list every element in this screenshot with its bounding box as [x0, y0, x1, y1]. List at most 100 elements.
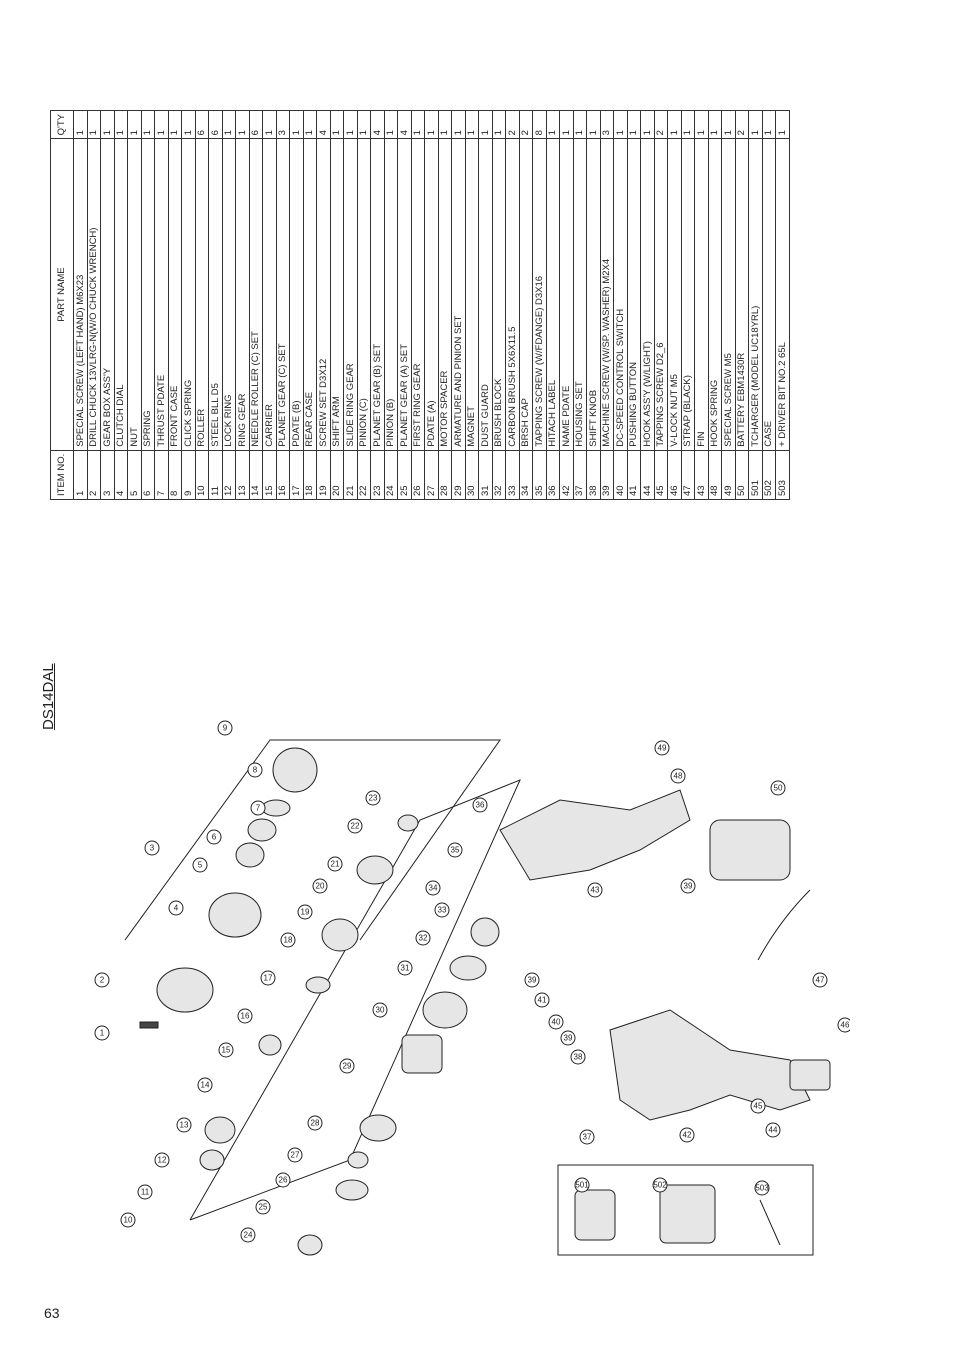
qty-cell: 1 — [451, 110, 465, 139]
callout-42: 42 — [679, 1127, 695, 1143]
callout-29: 29 — [339, 1058, 355, 1074]
svg-text:49: 49 — [658, 744, 667, 753]
qty-cell: 1 — [87, 110, 101, 139]
part-name-cell: MAGNET — [465, 138, 479, 451]
svg-text:21: 21 — [331, 860, 340, 869]
hook-part — [789, 1059, 831, 1091]
svg-text:20: 20 — [316, 882, 325, 891]
part-name-cell: V-LOCK NUT M5 — [667, 138, 681, 451]
item-number-cell: 23 — [370, 450, 384, 500]
callout-12: 12 — [154, 1152, 170, 1168]
svg-text:16: 16 — [241, 1012, 250, 1021]
qty-cell: 1 — [586, 110, 600, 139]
svg-text:23: 23 — [369, 794, 378, 803]
part-name-cell: LOCK RING — [222, 138, 236, 451]
qty-cell: 1 — [708, 110, 722, 139]
svg-text:17: 17 — [264, 974, 273, 983]
part-name-cell: TCHARGER (MODEL UC18YRL) — [748, 138, 762, 451]
callout-8: 8 — [247, 762, 263, 778]
strap-part — [757, 889, 811, 961]
plate-a-part — [347, 1151, 369, 1169]
first-ring-gear-part — [335, 1179, 369, 1201]
item-number-cell: 39 — [600, 450, 614, 500]
item-number-cell: 42 — [559, 450, 573, 500]
callout-41: 41 — [534, 992, 550, 1008]
svg-text:25: 25 — [259, 1203, 268, 1212]
nut-part — [235, 842, 265, 868]
svg-text:15: 15 — [222, 1046, 231, 1055]
item-number-cell: 11 — [208, 450, 222, 500]
lock-ring-part — [199, 1149, 225, 1171]
callout-28: 28 — [307, 1115, 323, 1131]
svg-text:41: 41 — [538, 996, 547, 1005]
svg-text:12: 12 — [158, 1156, 167, 1165]
housing-upper-part — [499, 789, 691, 881]
qty-cell: 1 — [478, 110, 492, 139]
qty-cell: 1 — [640, 110, 654, 139]
item-number-cell: 21 — [343, 450, 357, 500]
part-name-cell: CARRIER — [262, 138, 276, 451]
part-name-cell: PLANET GEAR (A) SET — [397, 138, 411, 451]
part-name-cell: SPECIAL SCREW (LEFT HAND) M6X23 — [73, 138, 87, 451]
qty-cell: 6 — [208, 110, 222, 139]
qty-cell: 8 — [532, 110, 546, 139]
callout-6: 6 — [206, 829, 222, 845]
qty-cell: 1 — [127, 110, 141, 139]
callout-5: 5 — [192, 857, 208, 873]
qty-cell: 4 — [316, 110, 330, 139]
item-number-cell: 12 — [222, 450, 236, 500]
part-name-cell: STRAP (BLACK) — [681, 138, 695, 451]
part-name-cell: SHIFT ARM — [330, 138, 344, 451]
qty-cell: 1 — [235, 110, 249, 139]
qty-cell: 1 — [222, 110, 236, 139]
part-name-cell: PDATE (B) — [289, 138, 303, 451]
item-number-cell: 7 — [154, 450, 168, 500]
callout-48: 48 — [670, 768, 686, 784]
callout-21: 21 — [327, 856, 343, 872]
callout-39b: 39 — [680, 878, 696, 894]
svg-text:24: 24 — [244, 1231, 253, 1240]
part-name-cell: NAME PDATE — [559, 138, 573, 451]
callout-32: 32 — [415, 930, 431, 946]
part-name-cell: THRUST PDATE — [154, 138, 168, 451]
item-number-cell: 35 — [532, 450, 546, 500]
callout-13: 13 — [176, 1117, 192, 1133]
svg-text:30: 30 — [376, 1006, 385, 1015]
svg-text:39: 39 — [528, 976, 537, 985]
svg-text:22: 22 — [351, 822, 360, 831]
item-number-cell: 48 — [708, 450, 722, 500]
callout-10: 10 — [120, 1212, 136, 1228]
callout-19: 19 — [297, 904, 313, 920]
header-part-name: PART NAME — [50, 138, 74, 451]
callout-14: 14 — [197, 1077, 213, 1093]
item-number-cell: 16 — [276, 450, 290, 500]
part-name-cell: SPRING — [141, 138, 155, 451]
part-name-cell: ARMATURE AND PINION SET — [451, 138, 465, 451]
callout-50: 50 — [770, 780, 786, 796]
part-name-cell: GEAR BOX ASS'Y — [100, 138, 114, 451]
svg-text:32: 32 — [419, 934, 428, 943]
qty-cell: 1 — [465, 110, 479, 139]
qty-cell: 4 — [370, 110, 384, 139]
callout-36: 36 — [472, 797, 488, 813]
svg-text:5: 5 — [198, 861, 203, 870]
callout-9: 9 — [217, 720, 233, 736]
model-title: DS14DAL — [40, 663, 57, 730]
